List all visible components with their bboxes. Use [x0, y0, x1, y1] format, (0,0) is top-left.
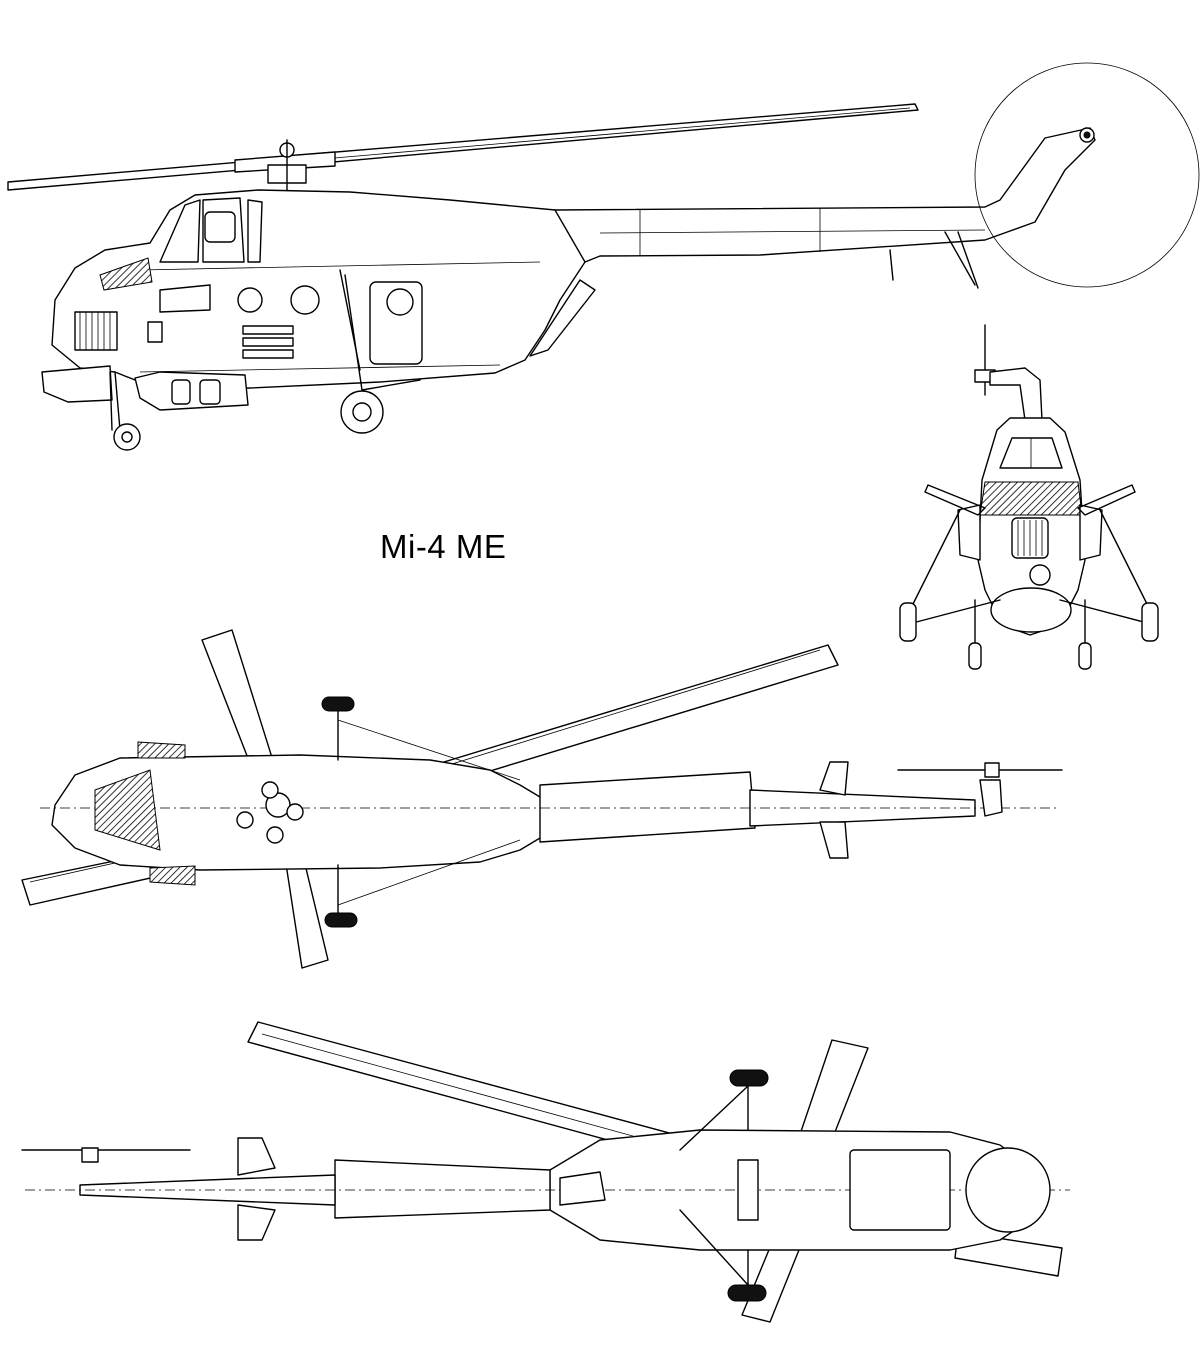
fuselage-bottom	[22, 1130, 1070, 1250]
front-fuselage	[925, 418, 1135, 635]
landing-gear-side	[110, 275, 420, 450]
landing-gear-bottom	[680, 1070, 768, 1301]
front-landing-gear	[900, 510, 1158, 669]
fuselage-side	[42, 128, 1095, 410]
tail-rotor-top	[898, 763, 1062, 816]
tail-rotor-side	[890, 63, 1199, 288]
main-rotor-blade-side	[8, 104, 918, 190]
main-rotor-hub-side	[235, 140, 335, 190]
fuselage-top	[40, 742, 1060, 885]
drawing-title: Mi-4 ME	[380, 528, 507, 565]
landing-gear-top	[322, 697, 520, 927]
